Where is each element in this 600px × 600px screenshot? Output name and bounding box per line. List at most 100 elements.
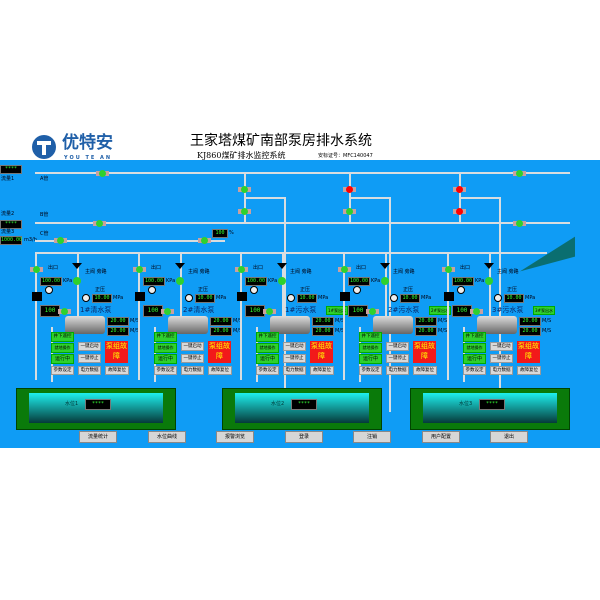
valve[interactable] (238, 185, 251, 194)
nav-button[interactable]: 水位曲线 (148, 431, 186, 443)
gauge-icon (250, 286, 258, 294)
one-key-start-button[interactable]: 一键启动 (78, 342, 101, 351)
valve-state-icon (241, 186, 248, 193)
power-data-button[interactable]: 电力数据 (490, 366, 513, 375)
flow-unit: M/S (438, 328, 448, 334)
valve[interactable] (453, 207, 466, 216)
outlet-pressure: 100.00 (40, 277, 62, 286)
main-valve-icon[interactable] (277, 263, 287, 269)
nav-button[interactable]: 流量统计 (79, 431, 117, 443)
pressure-unit: MPa (216, 295, 227, 301)
vacuum-valve[interactable] (366, 307, 379, 316)
inlet-valve[interactable] (133, 265, 146, 274)
valve[interactable] (238, 207, 251, 216)
pump-fault-alarm: 泵组故障 (413, 341, 436, 363)
vacuum-valve[interactable] (58, 307, 71, 316)
one-key-start-button[interactable]: 一键启动 (283, 342, 306, 351)
one-key-stop-button[interactable]: 一键停止 (283, 354, 306, 363)
valve-labels: 主阀 旁路 (188, 269, 210, 275)
vacuum-display: 100 (40, 305, 60, 317)
valve[interactable] (93, 219, 106, 228)
one-key-start-button[interactable]: 一键启动 (386, 342, 409, 351)
nav-button[interactable]: 退出 (490, 431, 528, 443)
pump-motor-icon (168, 316, 208, 334)
pressure-unit: MPa (525, 295, 536, 301)
remote-status: 井下遥控 (359, 332, 382, 342)
fault-reset-button[interactable]: 故障复位 (517, 366, 541, 375)
inlet-valve[interactable] (442, 265, 455, 274)
vacuum-pump-icon (32, 292, 42, 301)
valve[interactable] (453, 185, 466, 194)
cert-number: 安标证号：MFC140047 (318, 153, 373, 159)
page-title: 王家塔煤矿南部泵房排水系统 (190, 133, 372, 149)
main-valve-state-icon (485, 277, 493, 285)
inlet-valve[interactable] (235, 265, 248, 274)
main-valve-icon[interactable] (72, 263, 82, 269)
pump-outlet-badge: 2#泵出水 (429, 306, 451, 315)
flow-display-2: 20.00 (519, 327, 541, 336)
running-status: 运行中 (463, 354, 486, 364)
flow-unit: M/S (438, 318, 448, 324)
fault-reset-button[interactable]: 故障复位 (413, 366, 437, 375)
valve[interactable] (513, 219, 526, 228)
fault-reset-button[interactable]: 故障复位 (105, 366, 129, 375)
one-key-start-button[interactable]: 一键启动 (181, 342, 204, 351)
main-valve-icon[interactable] (380, 263, 390, 269)
flow-display-2: 20.00 (210, 327, 232, 336)
pressure-display: 10.00 (297, 294, 317, 303)
vacuum-valve[interactable] (470, 307, 483, 316)
nav-button[interactable]: 报警浏览 (216, 431, 254, 443)
valve-labels: 主阀 旁路 (290, 269, 312, 275)
logo-name: 优特安 (62, 133, 113, 153)
nav-button[interactable]: 注销 (353, 431, 391, 443)
fault-reset-button[interactable]: 故障复位 (310, 366, 334, 375)
pump-name: 1#清水泵 (80, 306, 112, 314)
valve[interactable] (513, 169, 526, 178)
pump-motor-icon (373, 316, 413, 334)
valve-labels: 主阀 旁路 (85, 269, 107, 275)
power-data-button[interactable]: 电力数据 (181, 366, 204, 375)
one-key-start-button[interactable]: 一键启动 (490, 342, 513, 351)
remote-status: 井下遥控 (256, 332, 279, 342)
pump-motor-icon (477, 316, 517, 334)
main-valve-icon[interactable] (175, 263, 185, 269)
parameter-settings-button[interactable]: 参数设定 (154, 366, 177, 375)
sump-level-display: **** (291, 399, 317, 410)
main-valve-state-icon (381, 277, 389, 285)
main-valve-state-icon (278, 277, 286, 285)
power-data-button[interactable]: 电力数据 (78, 366, 101, 375)
parameter-settings-button[interactable]: 参数设定 (51, 366, 74, 375)
running-status: 运行中 (359, 354, 382, 364)
parameter-settings-button[interactable]: 参数设定 (359, 366, 382, 375)
outlet-unit: KPa (63, 278, 73, 284)
pipe (35, 172, 570, 174)
valve[interactable] (343, 207, 356, 216)
main-valve-icon[interactable] (484, 263, 494, 269)
sump-label: 水位2 (271, 401, 285, 407)
fault-reset-button[interactable]: 故障复位 (208, 366, 232, 375)
nav-button[interactable]: 用户配置 (422, 431, 460, 443)
nav-button[interactable]: 登录 (285, 431, 323, 443)
one-key-stop-button[interactable]: 一键停止 (78, 354, 101, 363)
pump-unit: 出口 100.00 KPa 主阀 旁路 100 正压 10.00 MPa 2#清… (133, 250, 242, 382)
valve[interactable] (54, 236, 67, 245)
one-key-stop-button[interactable]: 一键停止 (386, 354, 409, 363)
parameter-settings-button[interactable]: 参数设定 (256, 366, 279, 375)
power-data-button[interactable]: 电力数据 (386, 366, 409, 375)
valve[interactable] (198, 236, 211, 245)
flow1-display: **** (0, 165, 22, 174)
vacuum-valve[interactable] (161, 307, 174, 316)
one-key-stop-button[interactable]: 一键停止 (181, 354, 204, 363)
power-data-button[interactable]: 电力数据 (283, 366, 306, 375)
valve[interactable] (96, 169, 109, 178)
flow-display-2: 20.00 (415, 327, 437, 336)
valve[interactable] (343, 185, 356, 194)
inlet-valve[interactable] (30, 265, 43, 274)
outlet-unit: KPa (268, 278, 278, 284)
parameter-settings-button[interactable]: 参数设定 (463, 366, 486, 375)
inlet-valve[interactable] (338, 265, 351, 274)
vacuum-valve[interactable] (263, 307, 276, 316)
pressure-label: 正压 (198, 287, 209, 293)
sump-label: 水位1 (65, 401, 79, 407)
one-key-stop-button[interactable]: 一键停止 (490, 354, 513, 363)
